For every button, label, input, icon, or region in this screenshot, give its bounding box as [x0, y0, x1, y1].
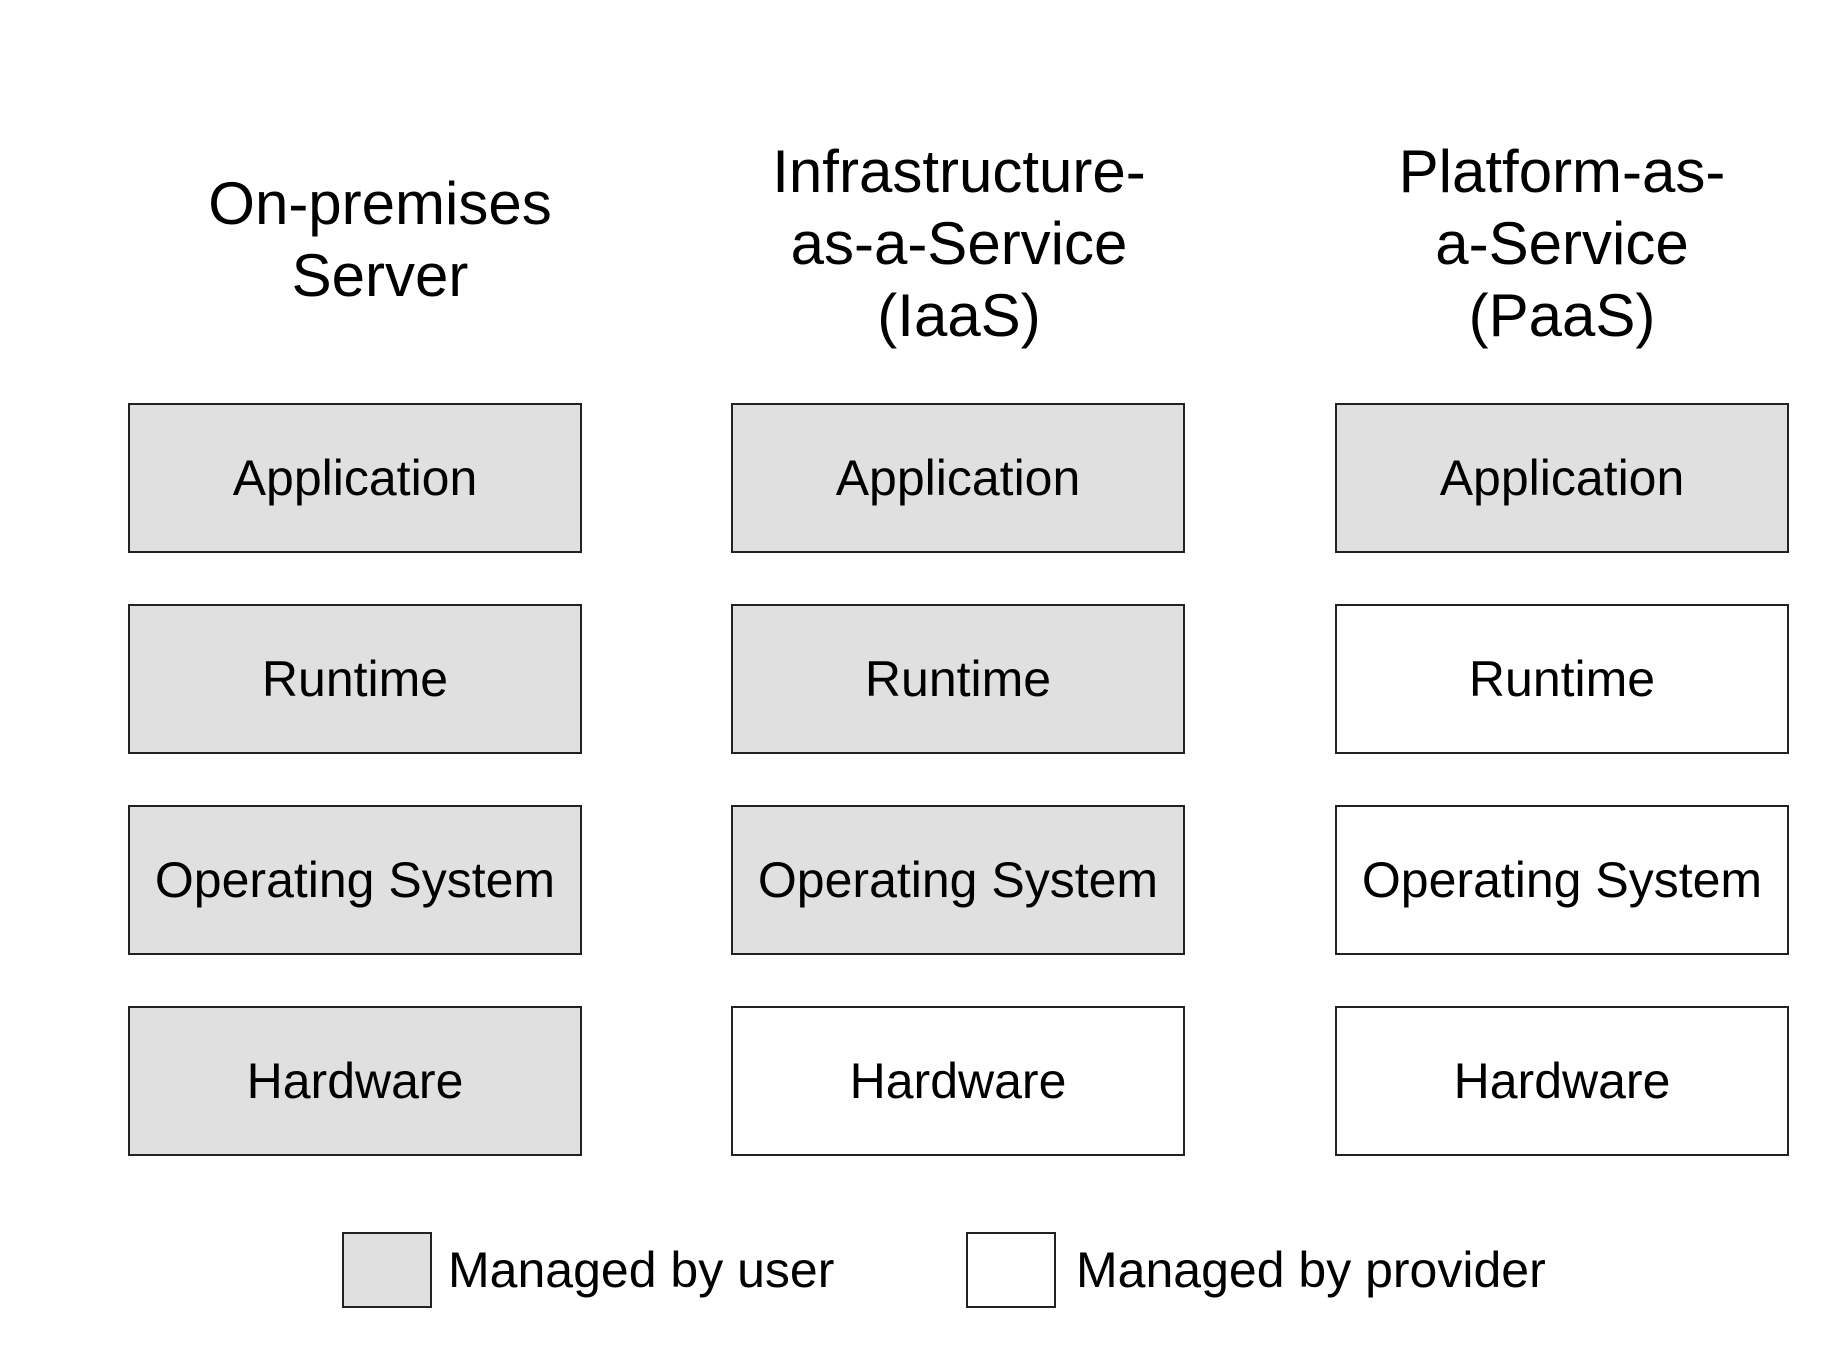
iaas-operating-system-box: Operating System	[731, 805, 1185, 955]
paas-operating-system-box: Operating System	[1335, 805, 1789, 955]
legend-label-user: Managed by user	[448, 1242, 835, 1298]
legend-swatch-provider	[966, 1232, 1056, 1308]
on-premises-hardware-box: Hardware	[128, 1006, 582, 1156]
iaas-hardware-box: Hardware	[731, 1006, 1185, 1156]
legend-label-provider: Managed by provider	[1076, 1242, 1546, 1298]
paas-hardware-box: Hardware	[1335, 1006, 1789, 1156]
iaas-runtime-box: Runtime	[731, 604, 1185, 754]
paas-application-box: Application	[1335, 403, 1789, 553]
on-premises-runtime-box: Runtime	[128, 604, 582, 754]
on-premises-application-box: Application	[128, 403, 582, 553]
legend-swatch-user	[342, 1232, 432, 1308]
on-premises-operating-system-box: Operating System	[128, 805, 582, 955]
iaas-application-box: Application	[731, 403, 1185, 553]
paas-runtime-box: Runtime	[1335, 604, 1789, 754]
column-title-on-premises: On-premises Server	[208, 170, 552, 309]
column-title-paas: Platform-as- a-Service (PaaS)	[1398, 138, 1726, 349]
column-title-iaas: Infrastructure- as-a-Service (IaaS)	[772, 138, 1146, 349]
